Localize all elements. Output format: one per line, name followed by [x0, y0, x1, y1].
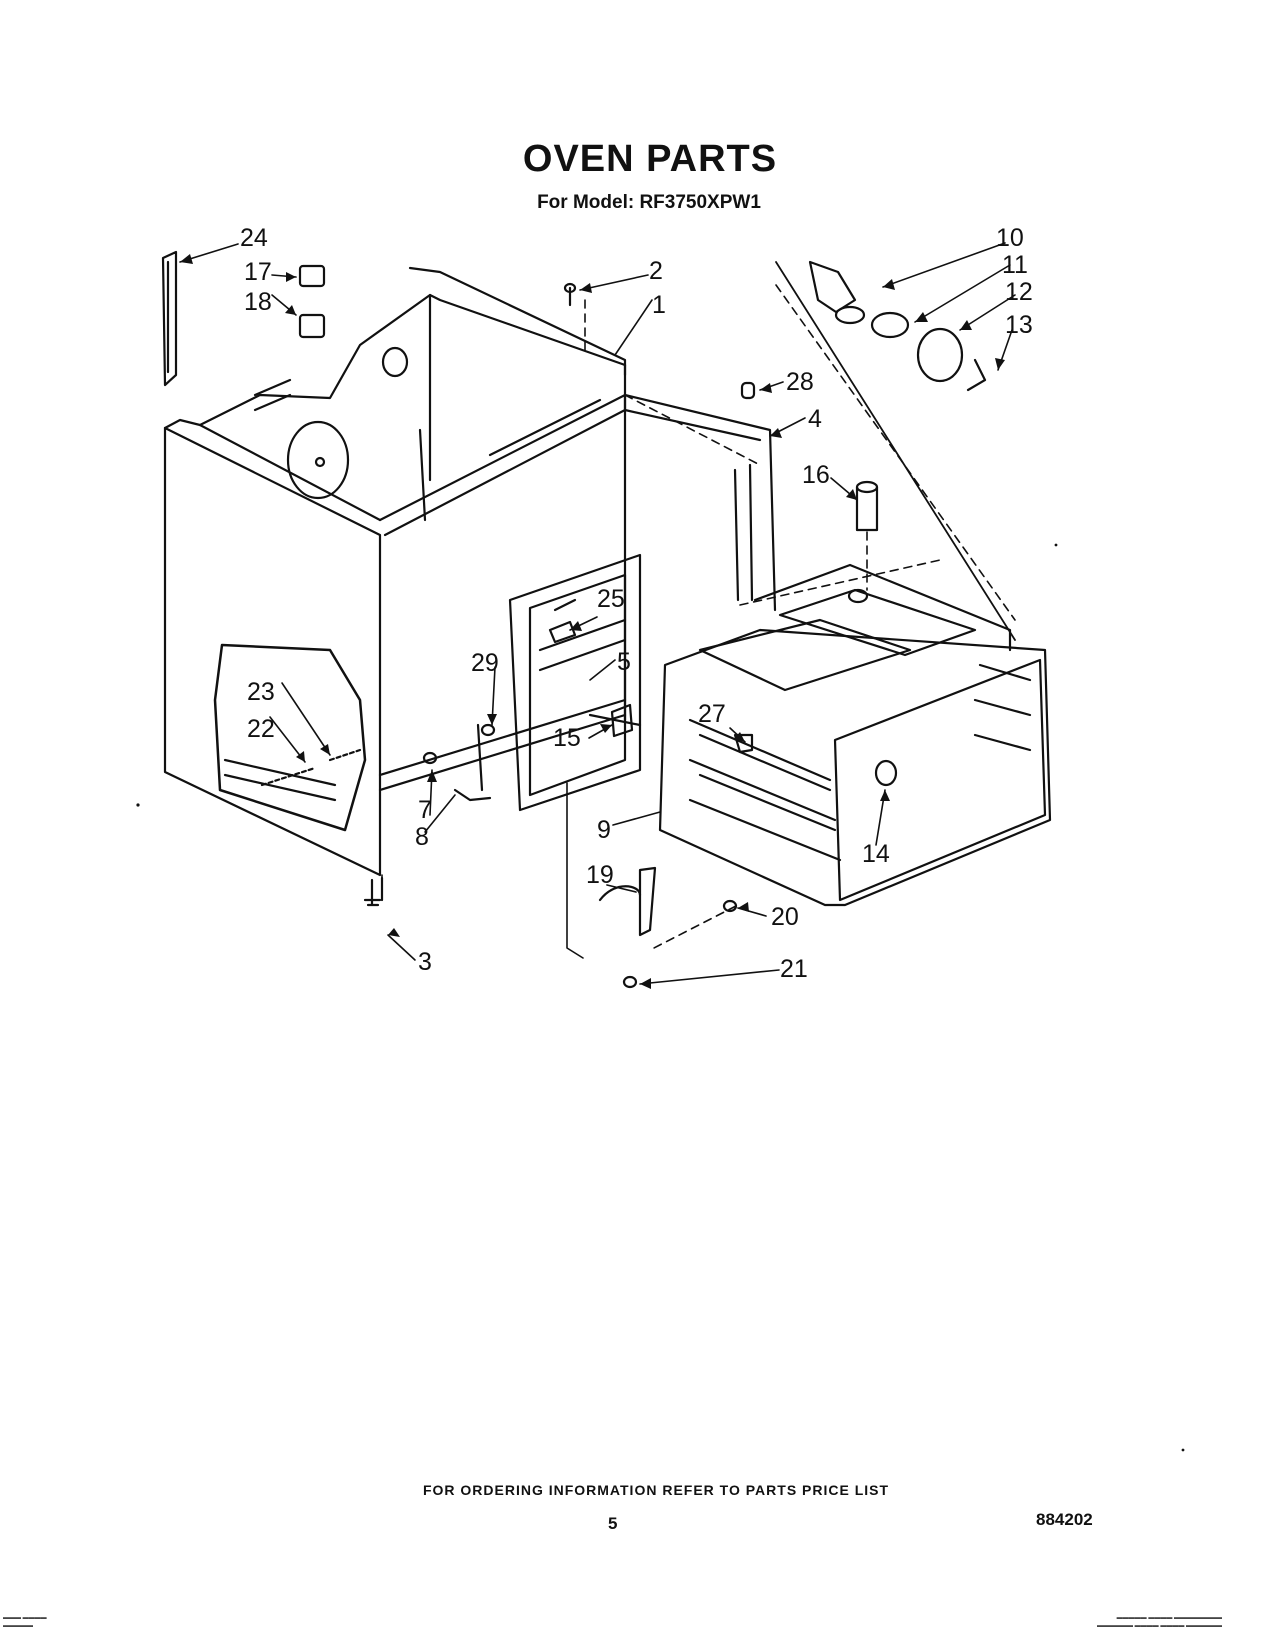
- callout-24: 24: [240, 224, 268, 252]
- callout-labels: 24 17 18 2 1 28 4 16 10 11 12 13 25 5 29…: [240, 224, 1033, 983]
- callout-22: 22: [247, 715, 275, 743]
- fine-print-left: ▬▬▬ ▬▬▬▬▬▬▬▬▬: [3, 1615, 47, 1629]
- callout-14: 14: [862, 840, 890, 868]
- leader-lines: [179, 242, 1016, 985]
- callout-8: 8: [415, 823, 429, 851]
- callout-7: 7: [418, 796, 432, 824]
- callout-21: 21: [780, 955, 808, 983]
- callout-11: 11: [1002, 251, 1028, 279]
- callout-1: 1: [652, 291, 666, 319]
- oven-liner: [658, 563, 1052, 907]
- cabinet-shell: [163, 266, 777, 902]
- callout-23: 23: [247, 678, 275, 706]
- assembly-guides: [381, 284, 1016, 951]
- callout-25: 25: [597, 585, 625, 613]
- callout-28: 28: [786, 368, 814, 396]
- callout-20: 20: [771, 903, 799, 931]
- scan-specks: [136, 543, 1185, 1452]
- callout-3: 3: [418, 948, 432, 976]
- callout-18: 18: [244, 288, 272, 316]
- callout-2: 2: [649, 257, 663, 285]
- callout-19: 19: [586, 861, 614, 889]
- ordering-note: FOR ORDERING INFORMATION REFER TO PARTS …: [422, 1482, 890, 1498]
- model-subtitle: For Model: RF3750XPW1: [537, 192, 761, 213]
- page-title: OVEN PARTS: [522, 138, 778, 180]
- callout-16: 16: [802, 461, 830, 489]
- callout-29: 29: [471, 649, 499, 677]
- callout-10: 10: [996, 224, 1024, 252]
- callout-13: 13: [1005, 311, 1033, 339]
- callout-9: 9: [597, 816, 611, 844]
- arrowheads: [180, 254, 1005, 989]
- door-frame: [508, 553, 642, 812]
- callout-5: 5: [617, 648, 631, 676]
- callout-12: 12: [1005, 278, 1033, 306]
- light-assembly-bracket: [775, 261, 1016, 641]
- callout-4: 4: [808, 405, 822, 433]
- page-number: 5: [608, 1514, 618, 1533]
- fine-print-right: ▬▬▬▬▬ ▬▬▬▬ ▬▬▬▬▬▬▬▬▬▬▬▬▬▬ ▬▬▬▬ ▬▬▬▬ ▬▬▬▬…: [1096, 1615, 1222, 1629]
- callout-15: 15: [553, 724, 581, 752]
- document-number: 884202: [1036, 1510, 1093, 1529]
- callout-17: 17: [244, 258, 272, 286]
- callout-27: 27: [698, 700, 726, 728]
- small-parts: [161, 250, 987, 989]
